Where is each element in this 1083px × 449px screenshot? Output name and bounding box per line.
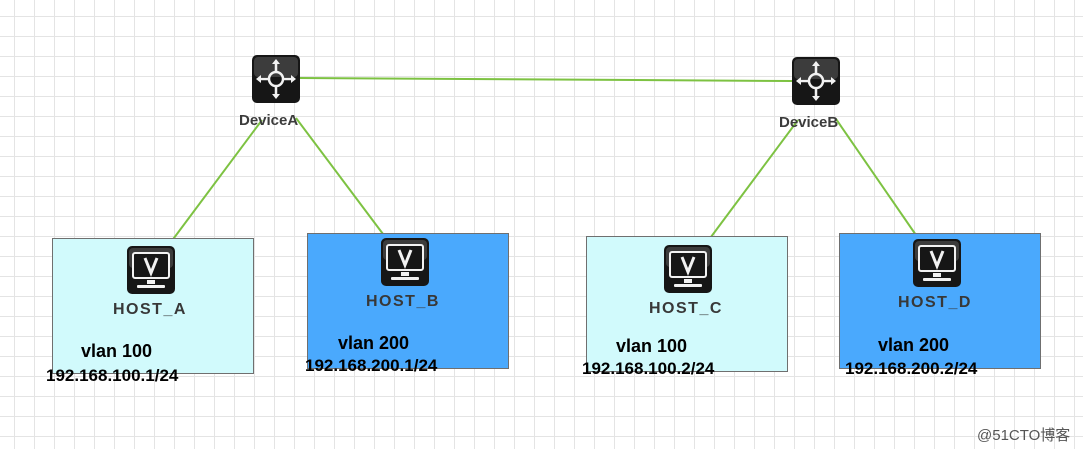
link-deviceb-host-d [835, 118, 919, 239]
host-a-ip: 192.168.100.1/24 [46, 366, 179, 385]
host-d-label: HOST_D [898, 294, 972, 311]
switch-icon[interactable] [251, 54, 301, 104]
host-a-vlan: vlan 100 [81, 341, 153, 361]
monitor-icon[interactable] [912, 238, 962, 288]
device-a-label: DeviceA [239, 112, 299, 129]
host-c-vlan: vlan 100 [616, 336, 688, 356]
host-d-vlan: vlan 200 [878, 335, 950, 355]
monitor-icon[interactable] [126, 245, 176, 295]
monitor-icon[interactable] [663, 244, 713, 294]
host-b-label: HOST_B [366, 293, 440, 310]
host-c-ip: 192.168.100.2/24 [582, 359, 715, 378]
link-devicea-deviceb [299, 77, 793, 82]
host-b-vlan: vlan 200 [338, 333, 410, 353]
link-deviceb-host-c [704, 119, 799, 246]
host-b-box [307, 233, 509, 369]
link-devicea-host-b [295, 117, 387, 239]
switch-icon[interactable] [791, 56, 841, 106]
host-d-ip: 192.168.200.2/24 [845, 359, 978, 378]
host-b-ip: 192.168.200.1/24 [305, 356, 438, 375]
device-b-label: DeviceB [779, 114, 839, 131]
host-c-label: HOST_C [649, 300, 723, 317]
link-devicea-host-a [167, 119, 263, 247]
host-a-label: HOST_A [113, 301, 187, 318]
watermark: @51CTO博客 [977, 427, 1071, 444]
monitor-icon[interactable] [380, 237, 430, 287]
